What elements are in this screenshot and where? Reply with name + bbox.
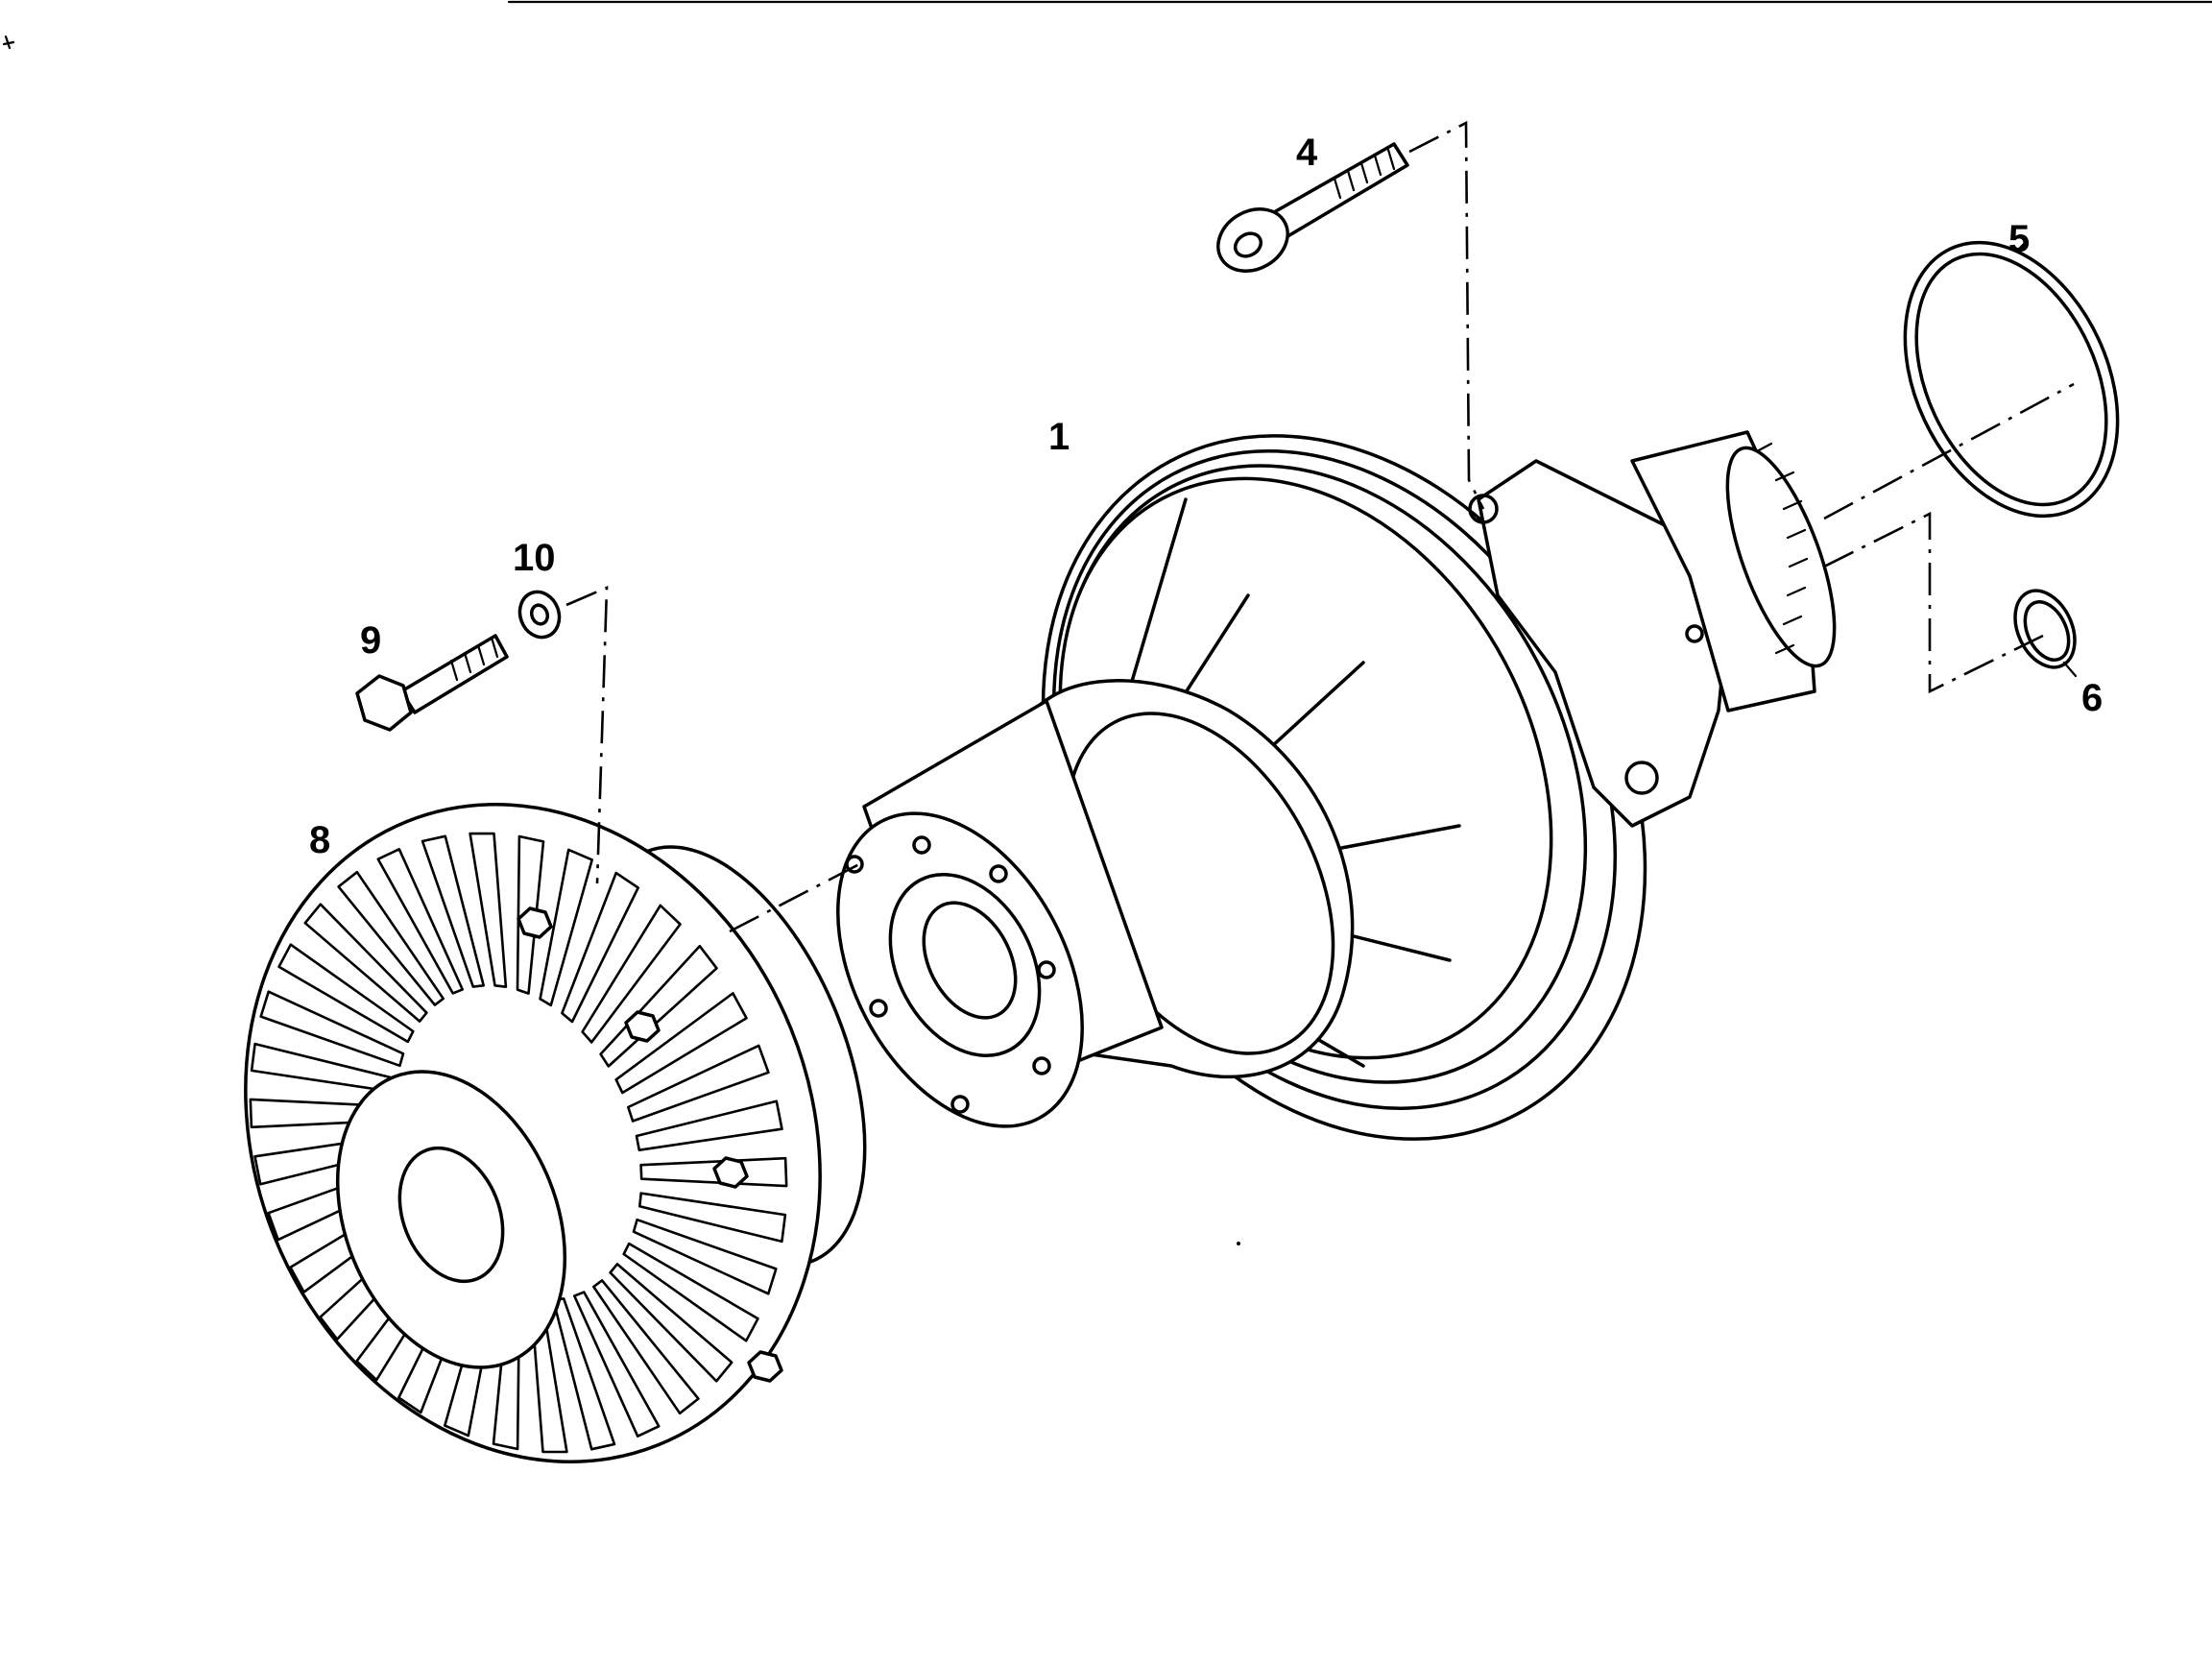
screw-4-thread <box>1333 148 1396 200</box>
fan-blade <box>259 990 405 1068</box>
fan-blade <box>614 992 748 1095</box>
bolt-9-shank <box>399 634 509 714</box>
fan-blade <box>277 943 415 1044</box>
part-10-washer <box>517 590 562 640</box>
housing-bore-inner <box>922 901 1018 1020</box>
fan-bolt <box>747 1350 783 1383</box>
fan-bolt <box>517 906 553 939</box>
o-ring-inner <box>1914 252 2108 507</box>
flange-hole <box>1037 960 1056 979</box>
fan-blade <box>609 1263 733 1383</box>
part-5-o-ring <box>1903 240 2120 519</box>
assembly-line-6 <box>1823 511 2044 694</box>
fan-blade <box>581 904 682 1044</box>
leader-5 <box>2014 242 2026 254</box>
assembly-line-4 <box>1408 120 1485 510</box>
callout-6: 6 <box>2081 677 2103 719</box>
fan-blade <box>573 1291 661 1437</box>
callout-8: 8 <box>309 819 330 861</box>
fan-centre-boss <box>397 1146 505 1284</box>
drive-gear <box>1725 446 1837 668</box>
bolt-9-head <box>355 674 413 732</box>
assembly-line-10 <box>565 586 609 884</box>
part-6-seal-ring <box>2013 589 2077 669</box>
bracket-boss <box>1685 624 1704 643</box>
seal-ring-outer <box>2013 589 2077 669</box>
bolt-9-thread <box>449 636 499 682</box>
flange-hole <box>869 999 888 1018</box>
callout-1: 1 <box>1048 416 1070 458</box>
leader-6 <box>2062 661 2078 678</box>
part-8-fan <box>244 803 867 1463</box>
rear-bracket <box>1477 459 1730 828</box>
flange-bolt-holes <box>845 835 1056 1114</box>
screw-4-socket <box>1233 231 1263 258</box>
part-4-cap-screw <box>1216 142 1409 273</box>
fan-blade <box>622 1242 759 1342</box>
fan-blade <box>592 1279 700 1415</box>
pulley-ribs <box>1121 497 1461 1077</box>
fan-blade <box>561 871 639 1024</box>
fan-blade <box>635 1099 783 1151</box>
callouts: 1 4 5 6 8 9 10 <box>309 132 2103 861</box>
fan-blade <box>421 834 485 988</box>
screw-4-head <box>1216 207 1289 273</box>
o-ring-outer <box>1903 240 2120 519</box>
flange-hole <box>950 1095 970 1114</box>
flange-hole <box>912 835 931 855</box>
scan-speck <box>1237 1242 1240 1245</box>
part-9-hex-bolt <box>355 634 509 732</box>
fan-bolt <box>624 1010 661 1043</box>
seal-ring-inner <box>2023 600 2071 662</box>
fan-blade <box>539 848 593 1007</box>
flange-hole <box>1032 1056 1051 1075</box>
fan-blade <box>337 870 445 1006</box>
assembly-line-5 <box>1823 382 2075 520</box>
fan-blade <box>303 903 428 1023</box>
housing-flange <box>836 811 1084 1128</box>
washer-hole <box>529 603 550 626</box>
leader-lines <box>2014 242 2078 678</box>
washer-outer <box>517 590 562 640</box>
callout-10: 10 <box>513 537 556 579</box>
fan-blade <box>376 848 464 995</box>
flange-hole <box>989 864 1008 883</box>
callout-5: 5 <box>2008 218 2030 260</box>
fan-blade <box>632 1218 778 1295</box>
part-1-housing <box>836 430 1837 1141</box>
bracket-hole-lower <box>1624 761 1659 795</box>
fan-bolt <box>712 1156 749 1189</box>
callout-9: 9 <box>360 619 381 662</box>
fan-hex-bolts <box>517 906 783 1383</box>
fan-blade <box>469 832 508 988</box>
fan-blade <box>627 1044 770 1123</box>
assembly-line-fan-hub <box>729 862 860 933</box>
gear-teeth <box>1755 442 1809 655</box>
assembly-lines <box>565 120 2075 933</box>
bracket-hole-upper <box>1468 494 1499 524</box>
housing-bore <box>888 873 1042 1057</box>
scan-mark <box>2 35 15 50</box>
callout-4: 4 <box>1296 132 1318 174</box>
fan-blade <box>638 1192 787 1244</box>
flange-hole <box>845 855 864 874</box>
